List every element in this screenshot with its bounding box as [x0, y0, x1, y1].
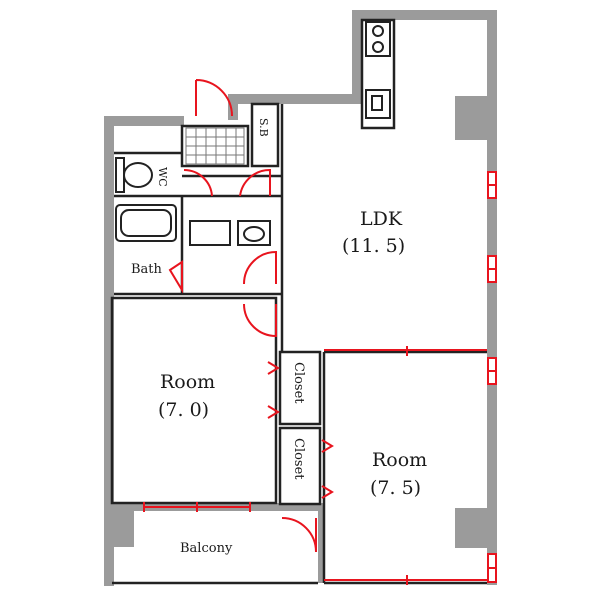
ldk-size: (11. 5)	[342, 235, 405, 257]
closet-lower-door	[321, 439, 334, 499]
wc-label: WC	[156, 167, 169, 187]
closet-upper-door	[267, 361, 280, 419]
room-east-size: (7. 5)	[370, 477, 421, 499]
bath-door	[168, 260, 183, 294]
sb-label: S.B	[257, 118, 270, 137]
closet-upper-label: Closet	[291, 362, 306, 404]
room-west-size: (7. 0)	[158, 399, 209, 421]
room-west-door	[243, 303, 277, 338]
balcony-label: Balcony	[180, 541, 233, 556]
interior-lines	[110, 18, 487, 585]
wc-door	[183, 168, 213, 197]
entrance-door	[195, 79, 233, 117]
stove-icon	[365, 21, 391, 57]
bathtub-icon	[115, 204, 177, 242]
washbasin-icon	[189, 220, 271, 246]
kitchen-sink-icon	[365, 89, 391, 119]
bath-label: Bath	[131, 262, 163, 277]
toilet-icon	[115, 157, 153, 193]
utility-door	[243, 250, 277, 285]
laundry-area-grid	[185, 127, 245, 165]
doors	[143, 79, 487, 585]
windows	[487, 171, 497, 583]
room-east-label: Room	[372, 449, 427, 471]
balcony-door-east	[281, 517, 317, 553]
room-west-label: Room	[160, 371, 215, 393]
ldk-label: LDK	[360, 208, 403, 230]
laundry-door	[239, 168, 271, 197]
closet-lower-label: Closet	[291, 438, 306, 480]
